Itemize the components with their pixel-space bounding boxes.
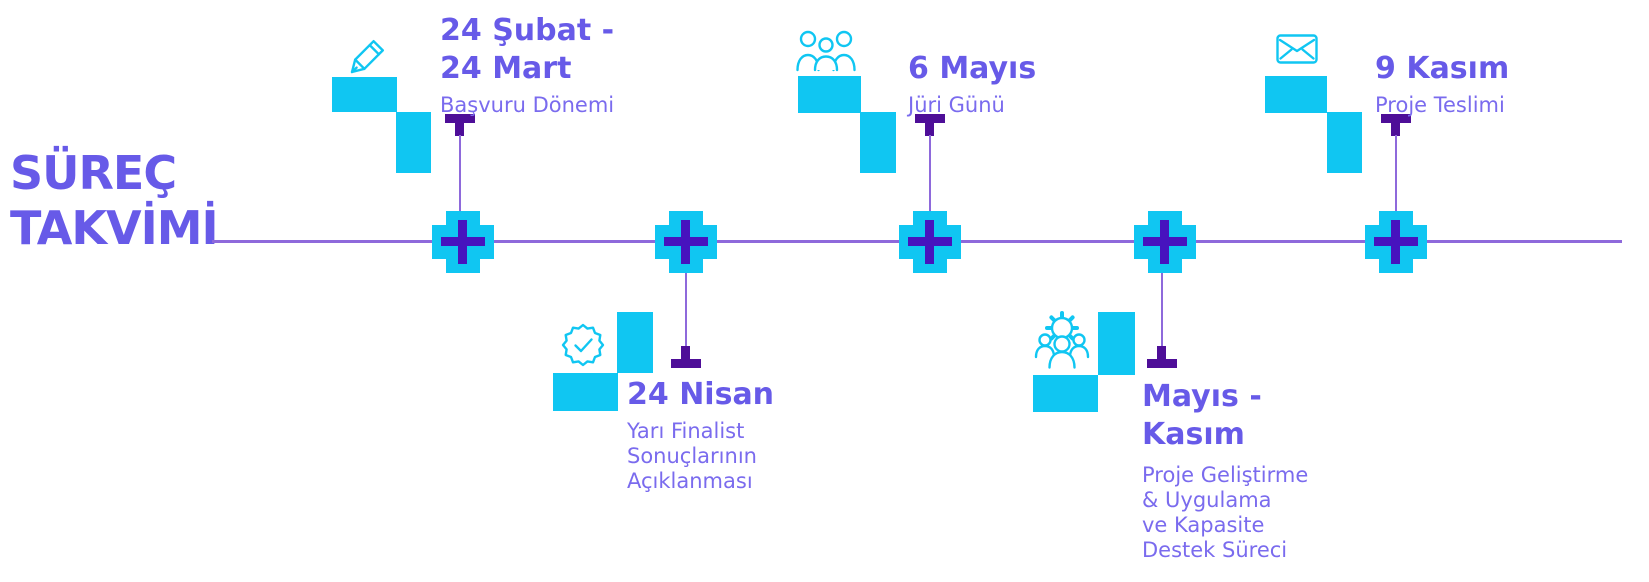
square-decoration [1265,76,1327,113]
envelope-icon [1276,34,1318,64]
timeline-node-marker [1134,211,1196,273]
timeline-node-marker [899,211,961,273]
milestone-desc: Yarı Finalist [627,419,745,443]
milestone-desc: Başvuru Dönemi [440,93,615,117]
milestone-desc: Jüri Günü [908,93,1005,117]
milestone-date: 6 Mayıs [908,51,1037,86]
milestone-desc: Sonuçlarının [627,444,757,468]
page-title-line2: TAKVİMİ [10,201,219,255]
milestone-desc: Proje Teslimi [1375,93,1505,117]
jury-people-icon [796,30,856,72]
milestone-connector [915,114,945,244]
milestone-text-juri: 6 Mayıs Jüri Günü [908,50,1036,118]
milestone-connector [1381,114,1411,244]
square-decoration [1033,375,1098,412]
milestone-connector [1147,242,1177,368]
milestone-connector [445,114,475,244]
milestone-date: 24 Mart [440,51,572,86]
milestone-text-destek: Mayıs - Kasım Proje Geliştirme & Uygulam… [1142,378,1308,563]
milestone-date: Kasım [1142,417,1245,452]
page-title-line1: SÜREÇ [10,146,177,200]
milestone-desc: Destek Süreci [1142,538,1288,562]
square-decoration [798,76,861,113]
square-decoration [860,112,896,173]
milestone-desc: & Uygulama [1142,488,1272,512]
milestone-desc: Proje Geliştirme [1142,463,1309,487]
timeline-node-marker [655,211,717,273]
milestone-connector [671,242,701,368]
square-decoration [396,112,431,173]
milestone-text-basvuru: 24 Şubat - 24 Mart Başvuru Dönemi [440,12,614,118]
milestone-desc: ve Kapasite [1142,513,1265,537]
milestone-date: Mayıs - [1142,379,1262,414]
square-decoration [553,373,618,411]
square-decoration [1327,112,1362,173]
timeline-node-marker [432,211,494,273]
page-title: SÜREÇ TAKVİMİ [10,146,219,256]
square-decoration [332,77,397,112]
milestone-date: 9 Kasım [1375,51,1510,86]
milestone-desc: Açıklanması [627,469,753,493]
pencil-icon [350,40,384,74]
square-decoration [617,312,653,373]
milestone-text-teslim: 9 Kasım Proje Teslimi [1375,50,1509,118]
milestone-text-yari-finalist: 24 Nisan Yarı Finalist Sonuçlarının Açık… [627,376,774,494]
timeline-node-marker [1365,211,1427,273]
badge-check-icon [561,323,605,367]
milestone-date: 24 Nisan [627,377,775,412]
team-gear-icon [1034,311,1090,369]
milestone-date: 24 Şubat - [440,13,615,48]
square-decoration [1098,312,1135,375]
